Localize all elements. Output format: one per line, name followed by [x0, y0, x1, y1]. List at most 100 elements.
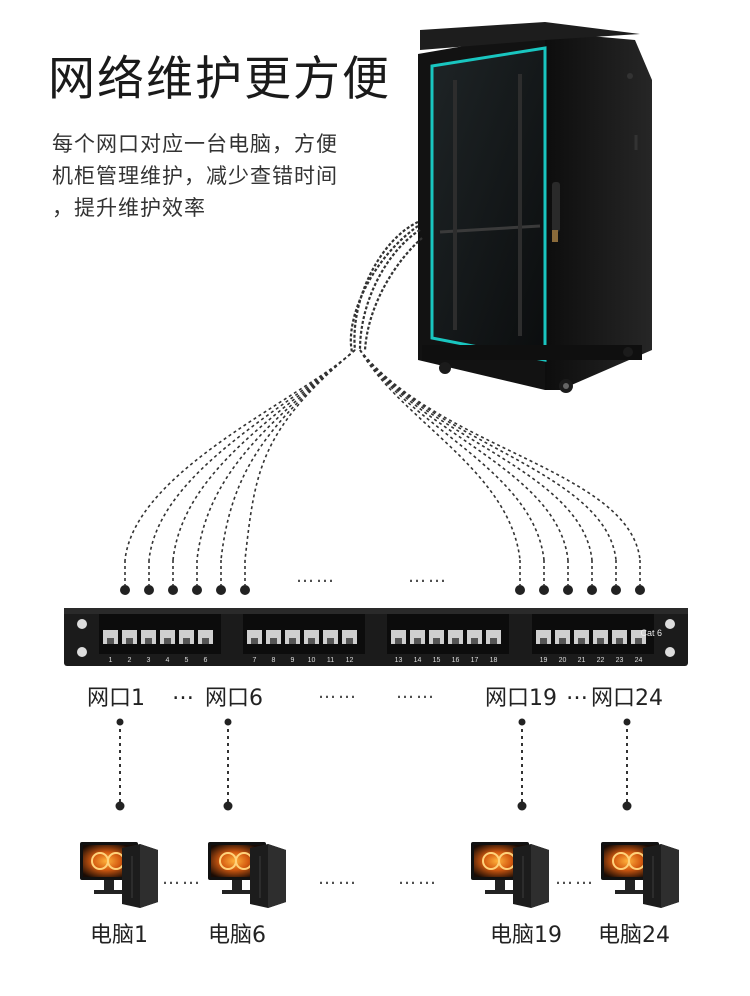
port-label-gap-1: …… [318, 682, 358, 703]
pc-gap-4: …… [555, 868, 595, 889]
port-label-19: 网口19 [485, 686, 557, 711]
cable-end-dot [515, 585, 525, 595]
cable-line [220, 349, 356, 561]
rj45-port [285, 630, 300, 644]
rj45-slot [578, 638, 585, 644]
rj45-port [266, 630, 281, 644]
ellipsis-top-2: …… [408, 566, 448, 587]
rj45-slot [471, 638, 478, 644]
port-number: 1 [109, 657, 113, 664]
port-number: 14 [414, 657, 422, 664]
description-line-3: ，提升维护效率 [52, 196, 206, 220]
port-number: 4 [166, 657, 170, 664]
connector-dot-top [623, 718, 631, 726]
cable-end-dot [168, 585, 178, 595]
port-number: 22 [597, 657, 605, 664]
cable-end-dot [611, 585, 621, 595]
port-number: 12 [346, 657, 354, 664]
cable-line [359, 349, 521, 561]
port-label-sep-2: … [566, 680, 588, 705]
cat6-badge: Cat 6 [640, 628, 662, 638]
cable-line [124, 349, 356, 561]
pc-gap-2: …… [318, 868, 358, 889]
desktop-computer-icon [80, 842, 158, 908]
rj45-port [323, 630, 338, 644]
port-label-gap-2: …… [396, 682, 436, 703]
port-number: 8 [272, 657, 276, 664]
rj45-slot [414, 638, 421, 644]
rj45-slot [107, 638, 114, 644]
cable-end-dot [216, 585, 226, 595]
fan-out-cables [120, 349, 645, 595]
rj45-slot [327, 638, 334, 644]
cable-line [359, 349, 641, 561]
rj45-port [448, 630, 463, 644]
rj45-slot [452, 638, 459, 644]
port-number: 23 [616, 657, 624, 664]
rj45-port [342, 630, 357, 644]
ellipsis-top-1: …… [296, 566, 336, 587]
cable-end-dot [539, 585, 549, 595]
rj45-slot [202, 638, 209, 644]
desktop-computer-icon [208, 842, 286, 908]
rj45-slot [289, 638, 296, 644]
port-label-sep-1: … [172, 680, 194, 705]
port-number: 13 [395, 657, 403, 664]
cable-bundle [349, 221, 423, 353]
description-line-1: 每个网口对应一台电脑，方便 [52, 132, 338, 156]
port-number: 18 [490, 657, 498, 664]
port-number: 7 [253, 657, 257, 664]
rj45-port [467, 630, 482, 644]
port-number: 11 [327, 657, 334, 664]
rj45-slot [395, 638, 402, 644]
pc-label-24: 电脑24 [598, 923, 670, 948]
cable-line [244, 349, 356, 561]
port-number: 9 [291, 657, 295, 664]
rj45-port [103, 630, 118, 644]
rj45-slot [251, 638, 258, 644]
cable-end-dot [144, 585, 154, 595]
rj45-slot [433, 638, 440, 644]
desktop-computer-icon [601, 842, 679, 908]
rj45-slot [490, 638, 497, 644]
pc-label-1: 电脑1 [90, 923, 148, 948]
cable-end-dot [240, 585, 250, 595]
port-number: 21 [578, 657, 586, 664]
rj45-port [410, 630, 425, 644]
cable-line [196, 349, 356, 561]
rj45-port [160, 630, 175, 644]
connector-dot-bottom [622, 801, 632, 811]
rj45-slot [145, 638, 152, 644]
pc-connectors [115, 718, 632, 811]
connector-dot-top [116, 718, 124, 726]
port-number: 24 [635, 657, 643, 664]
port-number: 20 [559, 657, 567, 664]
pc-label-6: 电脑6 [208, 923, 266, 948]
port-number: 19 [540, 657, 548, 664]
port-number: 16 [452, 657, 460, 664]
rj45-port [429, 630, 444, 644]
rj45-port [612, 630, 627, 644]
port-number: 5 [185, 657, 189, 664]
page-title: 网络维护更方便 [48, 52, 391, 107]
pc-label-19: 电脑19 [490, 923, 562, 948]
rj45-port [179, 630, 194, 644]
rj45-port [536, 630, 551, 644]
cable-end-dot [192, 585, 202, 595]
rj45-port [574, 630, 589, 644]
rj45-slot [597, 638, 604, 644]
pc-gap-3: …… [398, 868, 438, 889]
cable-line [172, 349, 356, 561]
port-label-24: 网口24 [591, 686, 663, 711]
port-number: 2 [128, 657, 132, 664]
cable-end-dot [563, 585, 573, 595]
rj45-port [122, 630, 137, 644]
port-number: 6 [204, 657, 208, 664]
rj45-port [555, 630, 570, 644]
pc-gap-1: …… [162, 868, 202, 889]
cable-end-dot [120, 585, 130, 595]
server-rack-icon [418, 22, 652, 393]
rj45-slot [540, 638, 547, 644]
desktop-computer-icon [471, 842, 549, 908]
